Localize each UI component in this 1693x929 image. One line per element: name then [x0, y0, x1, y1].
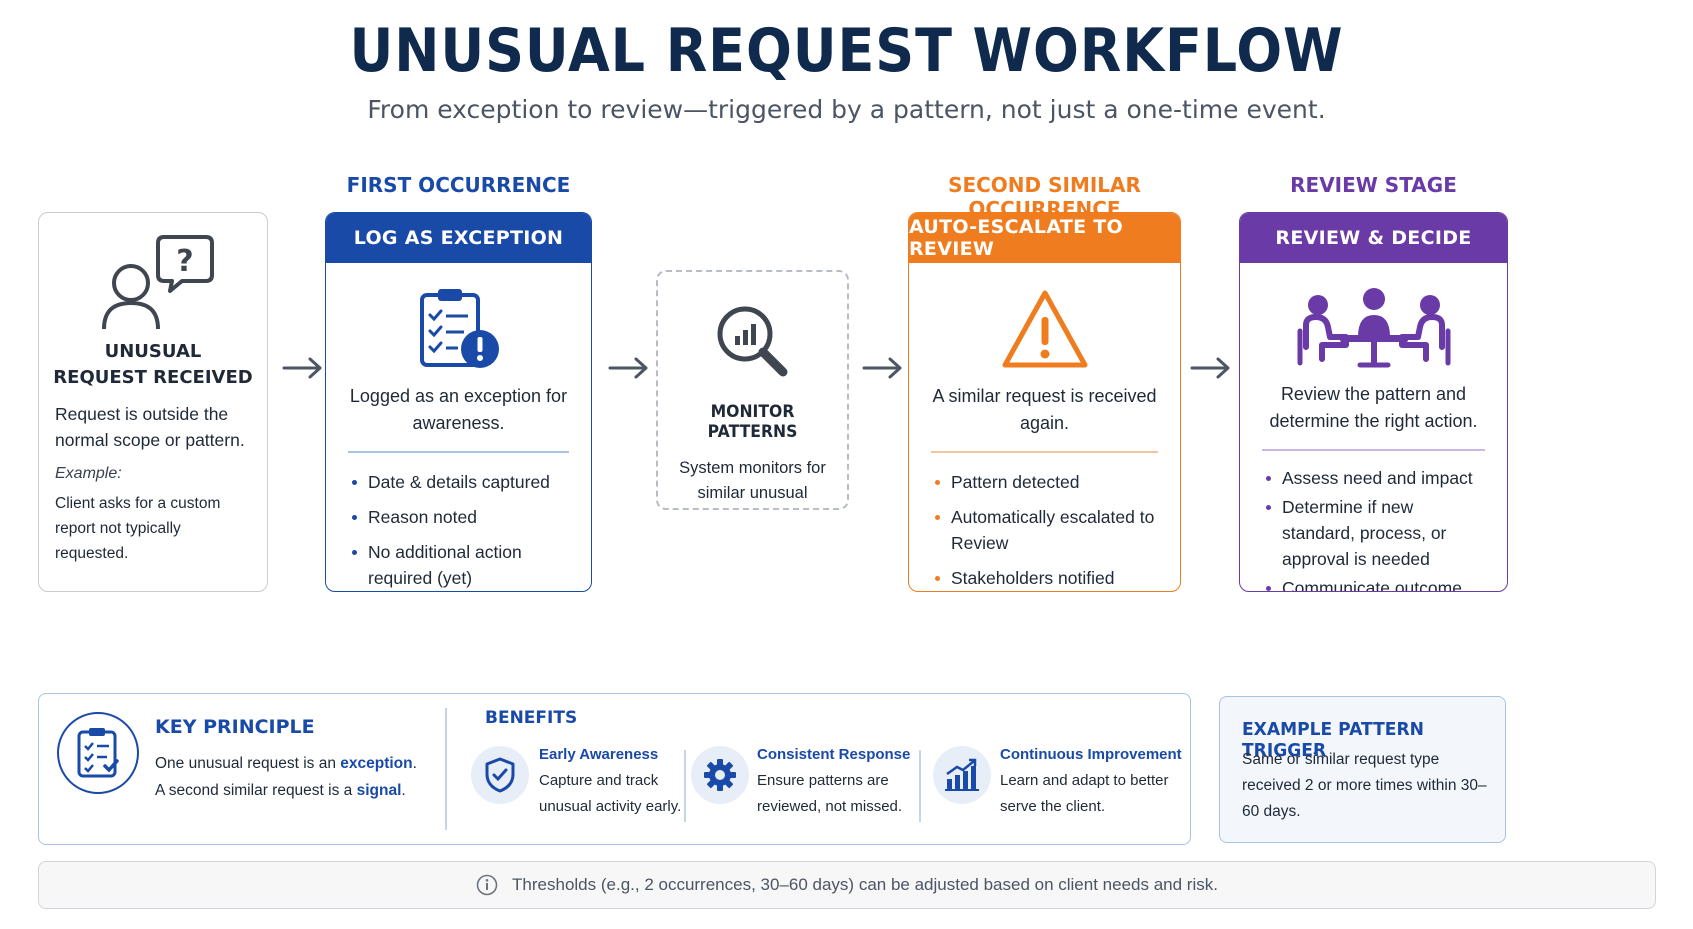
list-item: Stakeholders notified	[933, 565, 1158, 591]
key-principle-title: KEY PRINCIPLE	[155, 716, 315, 738]
step-monitor-title: MONITOR PATTERNS	[707, 402, 798, 442]
step-received-card: ? UNUSUAL REQUEST RECEIVED Request is ou…	[38, 212, 268, 592]
benefit-continuous-text: Learn and adapt to better serve the clie…	[1000, 772, 1169, 815]
example-trigger-text: Same or similar request type received 2 …	[1242, 751, 1487, 820]
list-item: Reason noted	[350, 504, 569, 530]
step-log-lead: Logged as an exception for awareness.	[349, 386, 568, 433]
step-log-header: LOG AS EXCEPTION	[326, 213, 591, 263]
step-escalate-header: AUTO-ESCALATE TO REVIEW	[909, 213, 1180, 263]
footer-text: Thresholds (e.g., 2 occurrences, 30–60 d…	[512, 875, 1218, 894]
footer-note: Thresholds (e.g., 2 occurrences, 30–60 d…	[38, 861, 1656, 909]
shield-check-icon	[471, 746, 529, 804]
step-escalate-lead: A similar request is received again.	[932, 386, 1157, 433]
page-subtitle: From exception to review—triggered by a …	[367, 95, 1326, 124]
person-question-icon: ?	[39, 231, 267, 331]
step-escalate-bullets: Pattern detected Automatically escalated…	[909, 469, 1180, 591]
arrow-right-icon	[1190, 357, 1230, 379]
step-review-bullets: Assess need and impact Determine if new …	[1240, 465, 1507, 591]
list-item: Pattern detected	[933, 469, 1158, 495]
benefit-consistent-title: Consistent Response	[757, 746, 911, 763]
benefits-title: BENEFITS	[485, 708, 578, 728]
benefit-early-title: Early Awareness	[539, 746, 659, 763]
list-item: Assess need and impact	[1264, 465, 1485, 491]
step-log-card: LOG AS EXCEPTION Logged as an exception …	[325, 212, 592, 592]
benefit-consistent-text: Ensure patterns are reviewed, not missed…	[757, 772, 903, 815]
arrow-right-icon	[282, 357, 322, 379]
example-trigger-box: EXAMPLE PATTERN TRIGGER Same or similar …	[1219, 696, 1506, 843]
stage-label-second: SECOND SIMILAR OCCURRENCE	[948, 173, 1141, 221]
example-trigger-title: EXAMPLE PATTERN TRIGGER	[1242, 719, 1424, 761]
page-title: UNUSUAL REQUEST WORKFLOW	[349, 16, 1344, 86]
step-review-header: REVIEW & DECIDE	[1240, 213, 1507, 263]
svg-text:?: ?	[176, 244, 193, 279]
step-received-example-label: Example:	[55, 465, 122, 482]
step-monitor-desc: System monitors for similar unusual requ…	[679, 459, 826, 502]
gear-icon	[691, 746, 749, 804]
step-review-lead: Review the pattern and determine the rig…	[1269, 384, 1478, 431]
meeting-group-icon	[1240, 285, 1507, 371]
step-received-example-text: Client asks for a custom report not typi…	[55, 495, 221, 562]
step-escalate-card: AUTO-ESCALATE TO REVIEW A similar reques…	[908, 212, 1181, 592]
list-item: Determine if new standard, process, or a…	[1264, 494, 1485, 572]
clipboard-alert-icon	[326, 285, 591, 375]
warning-triangle-icon	[909, 285, 1180, 375]
list-item: No additional action required (yet)	[350, 539, 569, 591]
info-icon	[476, 874, 498, 896]
step-monitor-card: MONITOR PATTERNS System monitors for sim…	[656, 270, 849, 510]
step-log-bullets: Date & details captured Reason noted No …	[326, 469, 591, 591]
step-review-card: REVIEW & DECIDE Review the pattern and d…	[1239, 212, 1508, 592]
benefit-continuous-title: Continuous Improvement	[1000, 746, 1182, 763]
arrow-right-icon	[862, 357, 902, 379]
key-principle-benefits-box: KEY PRINCIPLE One unusual request is an …	[38, 693, 1191, 845]
stage-label-review: REVIEW STAGE	[1290, 173, 1457, 197]
stage-label-first: FIRST OCCURRENCE	[346, 173, 571, 197]
step-received-title-line1: UNUSUAL	[104, 341, 202, 362]
benefit-early-text: Capture and track unusual activity early…	[539, 772, 682, 815]
growth-chart-icon	[933, 746, 991, 804]
list-item: Automatically escalated to Review	[933, 504, 1158, 556]
step-received-desc: Request is outside the normal scope or p…	[55, 404, 245, 450]
list-item: Communicate outcome	[1264, 575, 1485, 591]
list-item: Date & details captured	[350, 469, 569, 495]
key-principle-text: One unusual request is an exception. A s…	[155, 755, 417, 799]
magnifier-chart-icon	[658, 302, 847, 380]
step-received-title-line2: REQUEST RECEIVED	[53, 367, 253, 388]
arrow-right-icon	[608, 357, 648, 379]
clipboard-check-icon	[57, 712, 139, 794]
